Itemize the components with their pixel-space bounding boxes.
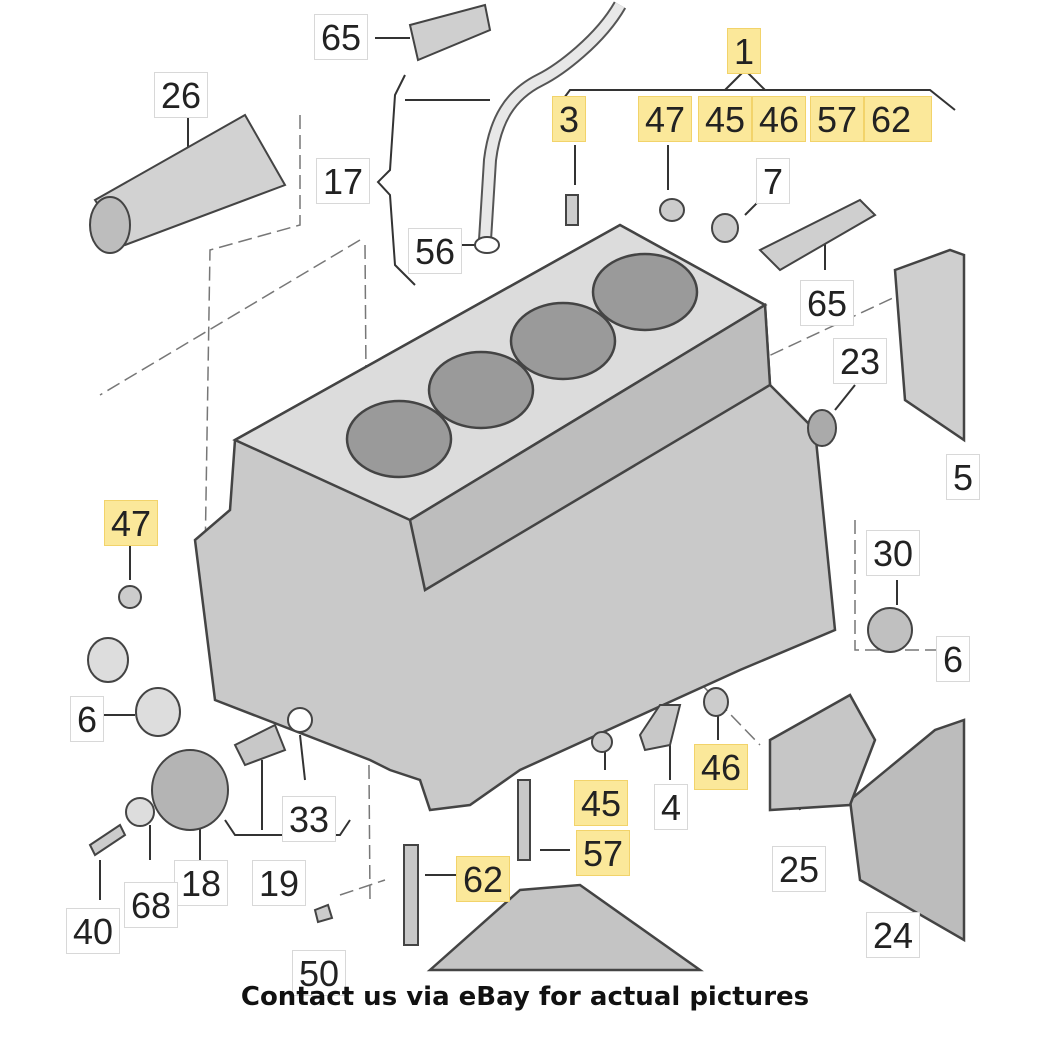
callout-7: 7 xyxy=(756,158,791,204)
bushing-6b xyxy=(135,687,181,737)
callout-3: 3 xyxy=(552,96,587,142)
callout-45-top: 45 xyxy=(698,96,753,142)
oil-pan xyxy=(848,718,966,943)
oil-spray-jet xyxy=(638,704,682,752)
callout-25: 25 xyxy=(772,846,827,892)
rear-seal-flange xyxy=(893,248,966,443)
dowel-3 xyxy=(565,194,579,226)
callout-62-bottom: 62 xyxy=(456,856,511,902)
callout-50: 50 xyxy=(292,950,347,996)
callout-45-bottom: 45 xyxy=(574,780,629,826)
callout-68: 68 xyxy=(124,882,179,928)
baffle-plate xyxy=(768,693,877,812)
callout-40: 40 xyxy=(66,908,121,954)
callout-47-left: 47 xyxy=(104,500,159,546)
gear-18 xyxy=(151,749,229,831)
cylinder-bore-4 xyxy=(345,399,453,479)
callout-19: 19 xyxy=(252,860,307,906)
engine-block-drawing xyxy=(87,1,966,972)
bolt-57 xyxy=(517,779,531,861)
callout-46-bottom: 46 xyxy=(694,744,749,790)
callout-23: 23 xyxy=(833,338,888,384)
callout-65-top: 65 xyxy=(314,14,369,60)
sealant-tube xyxy=(758,198,877,272)
bolt-62 xyxy=(403,844,419,946)
callout-65-right: 65 xyxy=(800,280,855,326)
plug-19 xyxy=(233,723,287,767)
callout-5: 5 xyxy=(946,454,981,500)
callout-17: 17 xyxy=(316,158,371,204)
sealant-tube-top xyxy=(408,3,492,62)
callout-6-right: 6 xyxy=(936,636,971,682)
o-ring-56 xyxy=(474,236,500,254)
sprocket-30 xyxy=(867,607,913,653)
callout-62-top: 62 xyxy=(864,96,933,142)
callout-46-top: 46 xyxy=(752,96,807,142)
callout-57-top: 57 xyxy=(810,96,865,142)
cylinder-bore-2 xyxy=(509,301,617,381)
callout-56: 56 xyxy=(408,228,463,274)
seal-23 xyxy=(807,409,837,447)
callout-47-top: 47 xyxy=(638,96,693,142)
callout-18: 18 xyxy=(174,860,229,906)
callout-4: 4 xyxy=(654,784,689,830)
lower-block-section xyxy=(426,883,704,972)
cylinder-bore-1 xyxy=(591,252,699,332)
footer-caption: Contact us via eBay for actual pictures xyxy=(240,982,810,1012)
callout-24: 24 xyxy=(866,912,921,958)
callout-6-left: 6 xyxy=(70,696,105,742)
bushing-6a xyxy=(87,637,129,683)
callout-1: 1 xyxy=(727,28,762,74)
callout-26: 26 xyxy=(154,72,209,118)
cylinder-bore-3 xyxy=(427,350,535,430)
callout-57-bottom: 57 xyxy=(576,830,631,876)
callout-33: 33 xyxy=(282,796,337,842)
callout-30: 30 xyxy=(866,530,921,576)
engine-block-diagram: 65 26 1 3 47 45 46 57 62 17 7 56 65 23 5… xyxy=(66,0,981,996)
